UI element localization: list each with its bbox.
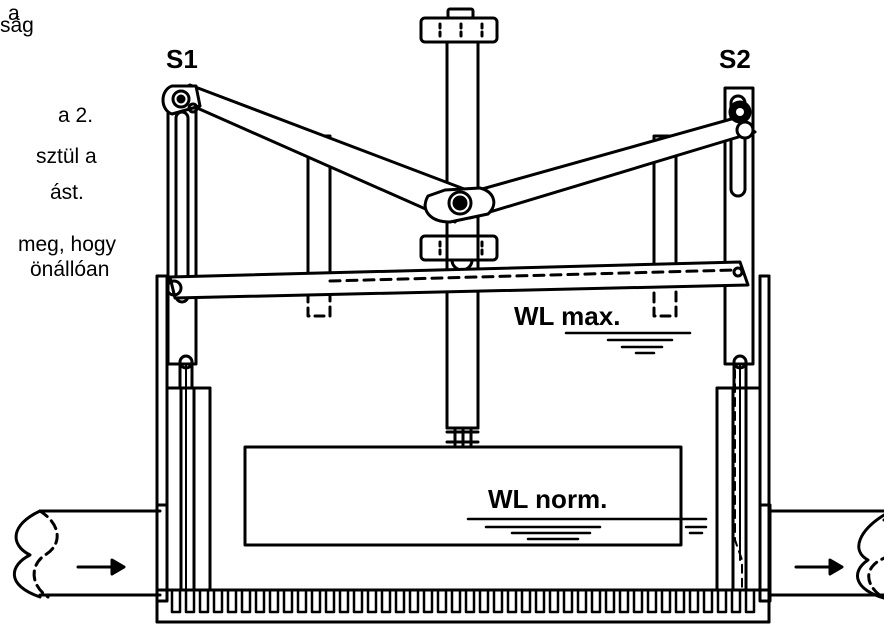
grating-slot <box>688 588 700 614</box>
float-body <box>243 445 683 547</box>
pivot-s2 <box>728 100 755 140</box>
label-s2: S2 <box>719 44 751 74</box>
grating-slot <box>478 588 490 614</box>
grating-slot <box>534 588 546 614</box>
grating-slot <box>562 588 574 614</box>
grating-slot <box>254 588 266 614</box>
wl-norm-mark <box>466 517 708 541</box>
arrow-in-icon <box>110 558 126 576</box>
grating-slot <box>240 588 252 614</box>
grating-slot <box>282 588 294 614</box>
grating-slot <box>520 588 532 614</box>
grating-slot <box>716 588 728 614</box>
grating-slot <box>394 588 406 614</box>
grating-slot <box>450 588 462 614</box>
text-fragment-3: a 2. <box>58 104 94 127</box>
grating-slot <box>744 588 756 614</box>
grating-slot <box>548 588 560 614</box>
grating-slot <box>632 588 644 614</box>
grating-slot <box>198 588 210 614</box>
right-guide-sleeve <box>715 364 762 592</box>
grating-slot <box>730 588 742 614</box>
grating-slot <box>702 588 714 614</box>
grating-slot <box>492 588 504 614</box>
grating-slot <box>576 588 588 614</box>
grating-slot <box>464 588 476 614</box>
grating-slot <box>226 588 238 614</box>
grating-slot <box>618 588 630 614</box>
grating-slot <box>408 588 420 614</box>
label-wl-max: WL max. <box>514 301 620 331</box>
central-stem <box>419 7 499 449</box>
grating-slot <box>436 588 448 614</box>
bottom-grating <box>170 588 756 614</box>
grating-slot <box>604 588 616 614</box>
label-s1: S1 <box>166 44 198 74</box>
horizontal-lever <box>165 260 750 300</box>
left-guide-sleeve <box>165 364 212 592</box>
grating-slot <box>296 588 308 614</box>
grating-slot <box>506 588 518 614</box>
grating-slot <box>380 588 392 614</box>
grating-slot <box>674 588 686 614</box>
right-slotted-rod <box>723 86 755 390</box>
grating-slot <box>212 588 224 614</box>
wl-max-mark <box>564 331 692 355</box>
grating-slot <box>366 588 378 614</box>
grating-slot <box>310 588 322 614</box>
grating-slot <box>338 588 350 614</box>
outlet-pipe <box>768 509 884 600</box>
text-fragment-5: ást. <box>50 181 84 204</box>
label-wl-norm: WL norm. <box>488 484 607 514</box>
grating-slot <box>660 588 672 614</box>
inlet-pipe <box>12 509 162 599</box>
central-pivot <box>423 186 496 224</box>
arrow-out-icon <box>828 558 844 576</box>
grating-slot <box>590 588 602 614</box>
text-fragment-2: ság <box>0 14 34 37</box>
text-fragment-4: sztül a <box>36 145 97 168</box>
left-slotted-rod <box>166 90 198 390</box>
text-fragment-1: a <box>8 2 20 25</box>
text-fragment-6: meg, hogy <box>18 233 117 256</box>
grating-slot <box>324 588 336 614</box>
grating-slot <box>646 588 658 614</box>
grating-slot <box>352 588 364 614</box>
grating-slot <box>268 588 280 614</box>
grating-slot <box>184 588 196 614</box>
pivot-s1 <box>161 84 202 116</box>
grating-slot <box>422 588 434 614</box>
text-fragment-7: önállóan <box>30 258 110 281</box>
grating-slot <box>170 588 182 614</box>
